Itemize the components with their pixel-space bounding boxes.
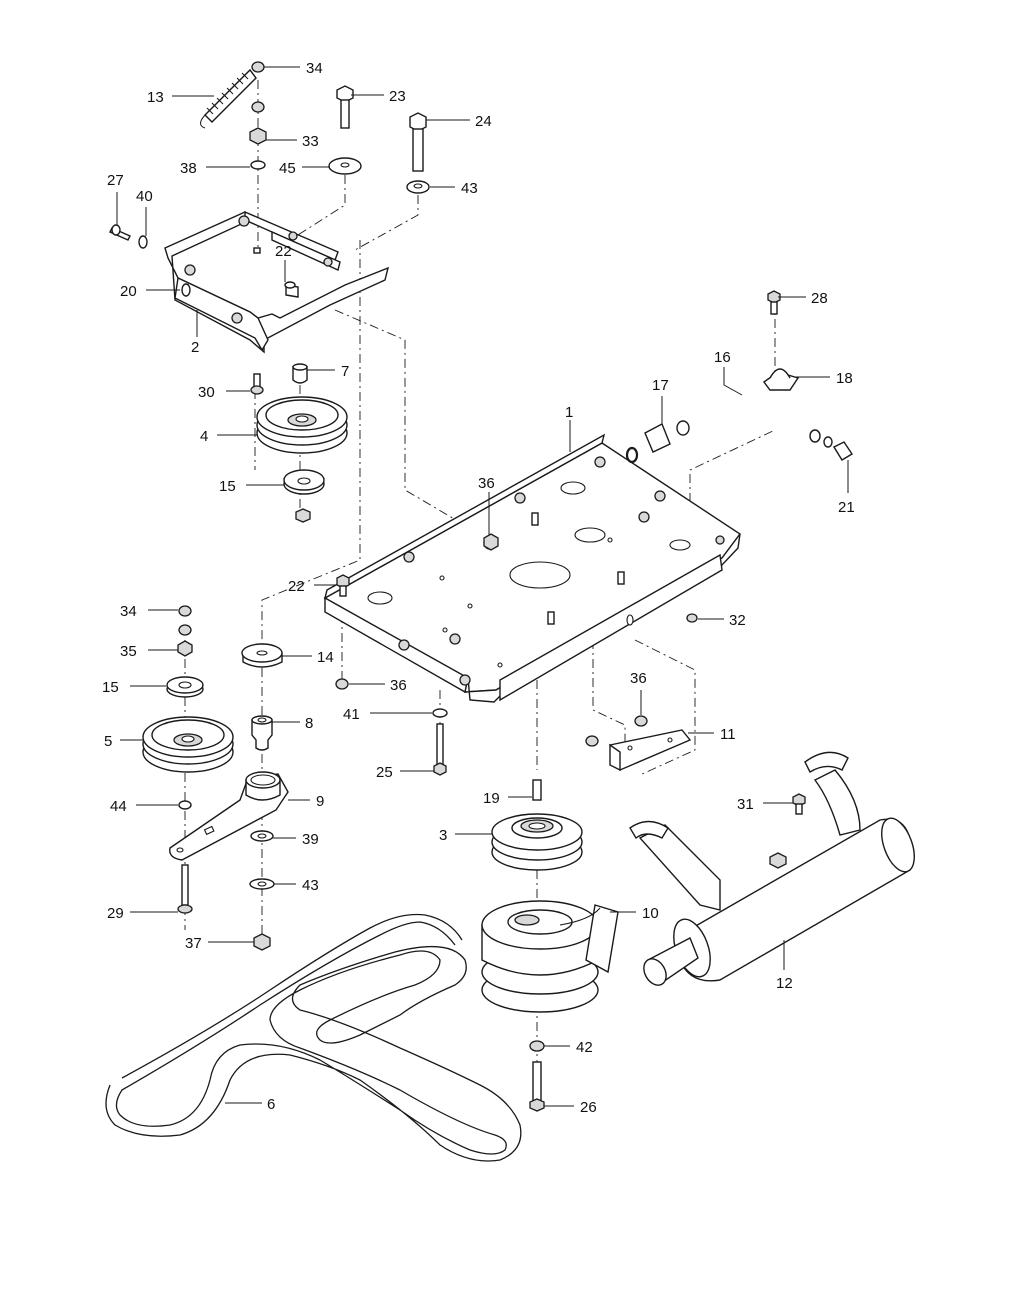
callout-41: 41 [343,706,360,723]
callout-42: 42 [576,1039,593,1056]
bolt-31 [792,793,806,815]
callout-40: 40 [136,188,153,205]
callout-labels: 34 13 23 24 33 38 45 43 27 40 22 20 2 28… [102,60,855,1116]
callout-32: 32 [729,612,746,629]
clutch-fasteners [529,1040,545,1112]
callout-13: 13 [147,89,164,106]
spacer-14 [241,643,283,668]
callout-15: 15 [219,478,236,495]
callout-33: 33 [302,133,319,150]
callout-22: 22 [275,243,292,260]
callout-4: 4 [200,428,208,445]
callout-21: 21 [838,499,855,516]
callout-16: 16 [714,349,731,366]
callout-28: 28 [811,290,828,307]
muffler-12 [629,751,915,986]
callout-43: 43 [461,180,478,197]
callout-leaders [116,66,849,1107]
callout-39: 39 [302,831,319,848]
bushing-7 [292,363,308,384]
bolt-24 [406,112,430,194]
bolt-30 [250,373,264,395]
bracket-11 [585,715,692,772]
bolt-23 [328,85,362,175]
callout-5: 5 [104,733,112,750]
callout-15-lower: 15 [102,679,119,696]
callout-45: 45 [279,160,296,177]
callout-19: 19 [483,790,500,807]
callout-36-bracket: 36 [630,670,647,687]
callout-14: 14 [317,649,334,666]
callout-23: 23 [389,88,406,105]
callout-43-lower: 43 [302,877,319,894]
callout-20: 20 [120,283,137,300]
callout-31: 31 [737,796,754,813]
callout-18: 18 [836,370,853,387]
bracket-2 [164,210,390,354]
callout-36-lower: 36 [390,677,407,694]
callout-38: 38 [180,160,197,177]
callout-17: 17 [652,377,669,394]
callout-9: 9 [316,793,324,810]
callout-6: 6 [267,1096,275,1113]
nut-32 [686,613,698,623]
pulley-5 [142,716,234,773]
callout-2: 2 [191,339,199,356]
callout-37: 37 [185,935,202,952]
callout-12: 12 [776,975,793,992]
main-plate-1 [323,433,742,703]
pulley-4 [256,396,348,454]
callout-26: 26 [580,1099,597,1116]
callout-24: 24 [475,113,492,130]
callout-8: 8 [305,715,313,732]
callout-3: 3 [439,827,447,844]
bolt-27 [109,224,148,249]
callout-44: 44 [110,798,127,815]
washer-15-upper [283,469,325,523]
nut-36-plate [483,533,499,551]
callout-11: 11 [720,726,736,743]
callout-34-lower: 34 [120,603,137,620]
belt-6 [105,913,522,1162]
callout-1: 1 [565,404,573,421]
bushing-8 [251,715,273,751]
clutch-10 [481,900,619,1013]
bolt-29 [177,800,193,914]
pin-19 [532,779,542,801]
idler-arm-9 [169,771,289,861]
callout-27: 27 [107,172,124,189]
callout-36: 36 [478,475,495,492]
clamp-18 [763,290,800,391]
pulley-3 [491,813,583,871]
nut-stack-top [249,61,267,170]
callout-22-lower: 22 [288,578,305,595]
callout-34: 34 [306,60,323,77]
callout-10: 10 [642,905,659,922]
spring-13 [200,68,257,129]
callout-29: 29 [107,905,124,922]
plate-fasteners [335,678,448,776]
callout-35: 35 [120,643,137,660]
left-stack [166,605,204,698]
washers-39-43 [249,830,275,951]
callout-25: 25 [376,764,393,781]
bolt-22-lower [336,574,350,597]
callout-7: 7 [341,363,349,380]
hose-16 [625,389,853,464]
callout-30: 30 [198,384,215,401]
